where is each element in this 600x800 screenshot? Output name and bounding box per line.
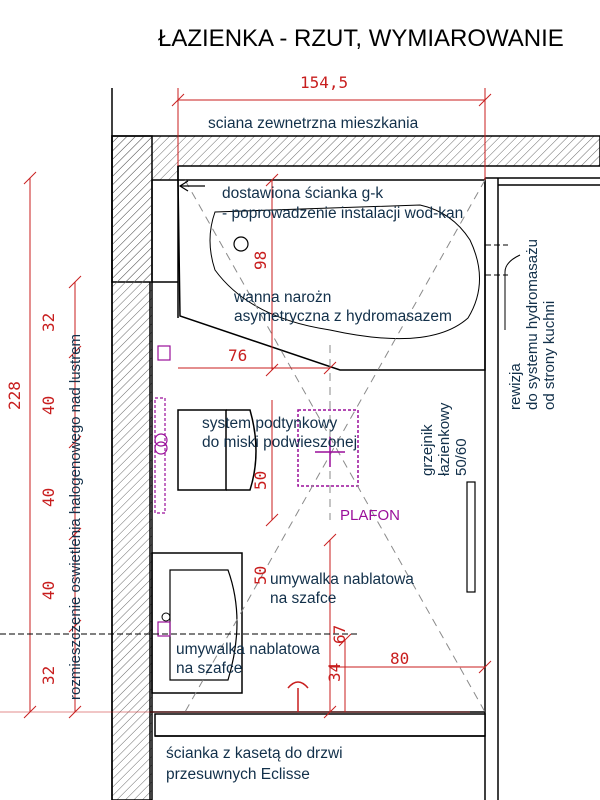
halogen-fixtures	[154, 345, 171, 637]
label-sink1-line2: na szafce	[270, 590, 336, 607]
plafon-lamp	[315, 437, 345, 467]
label-wc-line2: do miski podwieszonej	[202, 434, 357, 451]
dim-wc-76: 76	[228, 346, 247, 365]
dim-sink-80: 80	[390, 649, 409, 668]
label-gk-wall-line1: dostawiona ścianka g-k	[222, 185, 383, 202]
label-door-wall-line2: przesuwnych Eclisse	[166, 766, 310, 783]
label-plafon: PLAFON	[340, 507, 400, 524]
dim-left-40-a: 40	[39, 396, 58, 415]
dim-left-32-top: 32	[39, 313, 58, 332]
label-sink1-line1: umywalka nablatowa	[270, 571, 414, 588]
label-bath-line2: asymetryczna z hydromasazem	[234, 308, 452, 325]
label-gk-wall-line2: - poprowadzenie instalacji wod-kan	[222, 205, 463, 222]
label-sink2-line1: umywalka nablatowa	[176, 641, 320, 658]
external-wall	[111, 88, 600, 800]
label-bath-line1: wanna narożn	[233, 289, 331, 306]
sink-cabinet	[151, 552, 243, 694]
label-radiator-line2: łazienkowy	[436, 402, 453, 476]
radiator	[466, 481, 476, 593]
dimension-lines	[0, 88, 492, 719]
label-radiator-line1: grzejnik	[419, 424, 436, 476]
ceiling-lines	[184, 179, 486, 713]
label-revision-line2: do systemu hydromasażu	[524, 239, 541, 410]
corner-bathtub	[177, 179, 486, 371]
dim-left-40-b: 40	[39, 488, 58, 507]
label-wc-line1: system podtynkowy	[202, 415, 337, 432]
label-radiator-line3: 50/60	[453, 438, 470, 476]
dim-width-total: 154,5	[300, 73, 348, 92]
dim-wc-50-b: 50	[251, 566, 270, 585]
tap-symbol	[287, 681, 309, 712]
label-door-wall-line1: ścianka z kasetą do drzwi	[166, 745, 343, 762]
label-revision-line1: rewizja	[507, 363, 524, 410]
dim-wc-50-a: 50	[251, 471, 270, 490]
revision-panel	[485, 244, 521, 330]
gk-wall-pointer	[178, 180, 205, 192]
label-external-wall: sciana zewnetrzna mieszkania	[208, 115, 419, 132]
label-halogen-note: rozmieszczenie oswietlenia halogenowego …	[67, 334, 84, 700]
dim-height-total: 228	[5, 381, 24, 410]
dim-bath-98: 98	[251, 251, 270, 270]
dim-left-32-bottom: 32	[39, 666, 58, 685]
dim-sink-67: 67	[330, 625, 349, 644]
label-revision-line3: od strony kuchni	[541, 301, 558, 410]
dim-sink-34: 34	[325, 663, 344, 682]
dim-left-40-c: 40	[39, 581, 58, 600]
wall-hung-wc	[177, 409, 359, 491]
plan-title: ŁAZIENKA - RZUT, WYMIAROWANIE	[158, 25, 564, 52]
label-sink2-line2: na szafce	[176, 660, 242, 677]
